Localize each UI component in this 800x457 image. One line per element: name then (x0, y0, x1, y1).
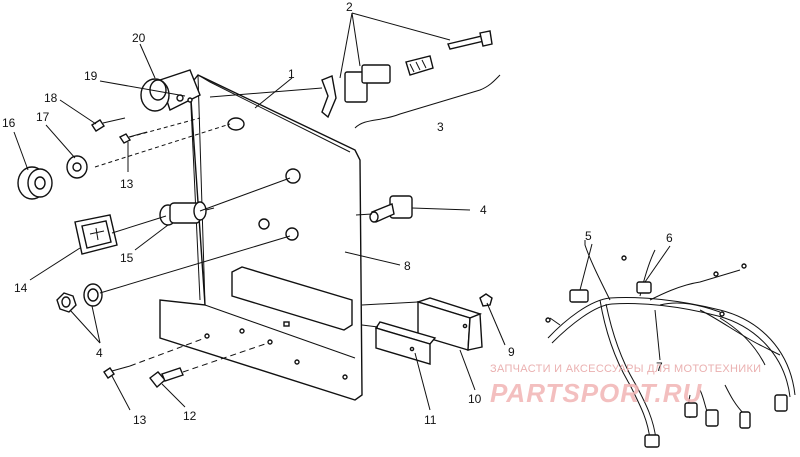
callout-3: 3 (437, 120, 444, 134)
connector-6 (636, 281, 652, 294)
bolt-12 (149, 367, 184, 389)
toggle-switch-4 (369, 195, 413, 223)
panel-hole (258, 218, 270, 230)
screw-13-lower (103, 365, 131, 379)
watermark-tagline: ЗАПЧАСТИ И АКСЕССУАРЫ ДЛЯ МОТОТЕХНИКИ (490, 363, 761, 375)
callout-4-toggle: 4 (480, 203, 487, 217)
mount-hole (204, 333, 210, 339)
callout-20: 20 (132, 31, 146, 45)
leader-lines (13, 12, 671, 411)
mount-hole (283, 321, 290, 327)
bracket-3 (354, 74, 501, 129)
callout-1: 1 (288, 67, 295, 81)
nut-9 (479, 293, 493, 307)
callout-labels: 1 2 3 4 4 5 6 7 8 9 10 11 12 13 13 14 15… (2, 0, 673, 427)
bracket-10 (415, 297, 483, 351)
callout-12: 12 (183, 409, 197, 423)
panel-hole (285, 168, 301, 184)
callout-2: 2 (346, 0, 353, 14)
callout-11: 11 (424, 413, 437, 427)
mount-hole (342, 374, 348, 380)
screw-13-upper (118, 131, 148, 144)
callout-15: 15 (120, 251, 134, 265)
callout-13-upper: 13 (120, 177, 134, 191)
panel-hole (285, 227, 299, 241)
watermark: ЗАПЧАСТИ И АКСЕССУАРЫ ДЛЯ МОТОТЕХНИКИ PA… (490, 363, 761, 408)
indicator-light-assembly (140, 69, 201, 112)
callout-17: 17 (36, 110, 50, 124)
callout-14: 14 (14, 281, 28, 295)
mount-hole (239, 328, 245, 334)
bracket-11 (374, 321, 437, 365)
callout-16: 16 (2, 116, 16, 130)
callout-18: 18 (44, 91, 58, 105)
switch-assembly-2 (321, 30, 493, 119)
callout-9: 9 (508, 345, 515, 359)
callout-8: 8 (404, 259, 411, 273)
callout-10: 10 (468, 392, 482, 406)
callout-19: 19 (84, 69, 98, 83)
washer-17 (66, 155, 88, 179)
connector-5 (569, 289, 589, 303)
watermark-logo: PARTSPORT.RU (490, 378, 703, 408)
callout-13-lower: 13 (133, 413, 147, 427)
callout-5: 5 (585, 229, 592, 243)
connector-14 (74, 214, 118, 255)
panel-hole (227, 117, 245, 131)
nut-pair-4 (56, 283, 103, 313)
mount-hole (294, 359, 300, 365)
panel-bracket (159, 74, 363, 401)
wiring-harness-7 (545, 240, 796, 448)
nut-16 (17, 166, 53, 200)
callout-6: 6 (666, 231, 673, 245)
key-switch-15 (159, 201, 215, 226)
callout-4-nuts: 4 (96, 346, 103, 360)
screw-18 (91, 117, 126, 132)
mount-hole (267, 339, 273, 345)
panel-slot (231, 266, 353, 331)
callout-7: 7 (656, 360, 663, 374)
